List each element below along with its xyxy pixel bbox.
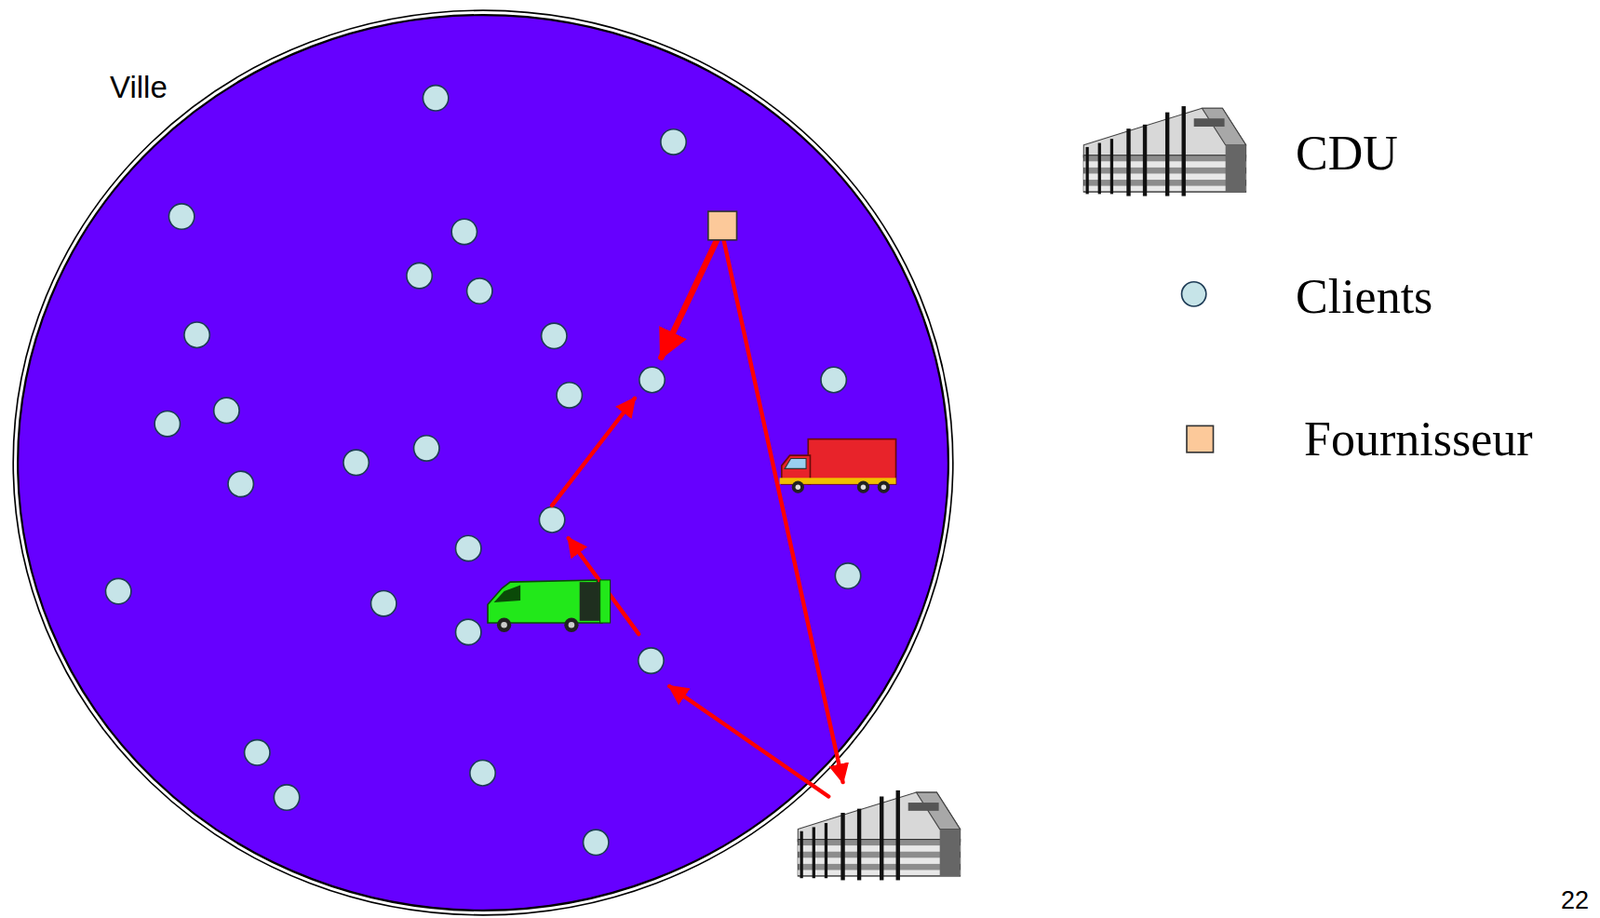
legend-client-dot [1182, 282, 1207, 307]
cdu-building [797, 790, 960, 881]
legend-supplier-square [1186, 425, 1214, 453]
region-name: Ville [109, 69, 168, 106]
legend-text: CDU [1295, 125, 1399, 181]
page-number-wrap: 22 [1560, 886, 1589, 915]
city-outline [11, 8, 955, 917]
legend-text-wrap: Fournisseur [1304, 411, 1533, 467]
legend-text-wrap: Clients [1295, 268, 1433, 324]
legend-text: Clients [1295, 268, 1433, 324]
city-region: Ville [11, 8, 955, 917]
legend-text: Fournisseur [1304, 411, 1533, 467]
page-number: 22 [1560, 886, 1589, 915]
supplier-square [708, 211, 738, 241]
legend-text-wrap: CDU [1295, 125, 1399, 181]
legend-cdu-icon [1083, 106, 1246, 197]
region-name-wrap: Ville [109, 69, 168, 106]
